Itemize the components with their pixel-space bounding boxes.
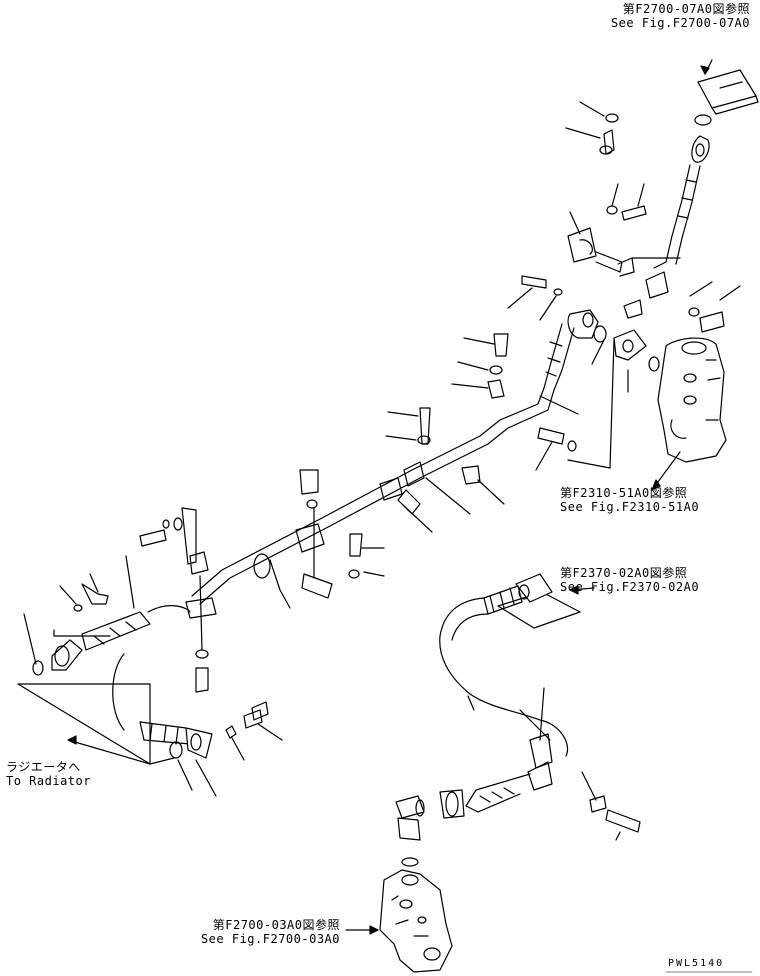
radiator-label-jp: ラジエータへ — [6, 760, 81, 774]
upper-valve-block — [697, 59, 759, 115]
pipe-clamp-4 — [348, 533, 385, 579]
reference-bottom-jp: 第F2700-03A0図参照 — [212, 918, 340, 932]
reference-bottom-en: See Fig.F2700-03A0 — [200, 932, 340, 946]
pilot-hose-lower — [395, 687, 641, 841]
reference-far-right-jp: 第F2370-02A0図参照 — [560, 566, 688, 580]
reference-mid-right: 第F2310-51A0図参照 See Fig.F2310-51A0 — [560, 486, 750, 514]
reference-bottom: 第F2700-03A0図参照 See Fig.F2700-03A0 — [150, 918, 340, 946]
pipe-clamp-2 — [379, 465, 505, 533]
reference-far-right: 第F2370-02A0図参照 See Fig.F2370-02A0 — [560, 566, 758, 594]
radiator-label-en: To Radiator — [6, 774, 91, 788]
radiator-direction-lines — [17, 683, 175, 765]
reference-far-right-en: See Fig.F2370-02A0 — [560, 580, 700, 594]
radiator-hose — [112, 653, 283, 797]
top-bolt-group — [565, 101, 647, 221]
pipe-clamp-1 — [385, 407, 471, 515]
lower-valve-block — [345, 857, 453, 973]
main-return-pipe — [191, 435, 489, 609]
middle-flange-hose — [479, 299, 647, 469]
right-bolt-group — [688, 281, 741, 333]
hose-bracket-upper — [567, 211, 681, 299]
radiator-label: ラジエータへ To Radiator — [6, 760, 126, 788]
reference-top: 第F2700-07A0図参照 See Fig.F2700-07A0 — [560, 2, 750, 30]
middle-bolt-group — [451, 275, 577, 471]
drawing-code: PWL5140 — [668, 958, 725, 969]
left-hose-flange — [23, 555, 191, 676]
pilot-hose-upper — [439, 573, 595, 741]
left-bracket-assembly — [139, 507, 217, 693]
upper-hose — [653, 114, 712, 269]
reference-top-en: See Fig.F2700-07A0 — [610, 16, 750, 30]
control-valve-block — [648, 337, 727, 491]
pipe-clamp-3 — [295, 469, 333, 599]
reference-mid-right-jp: 第F2310-51A0図参照 — [560, 486, 688, 500]
reference-top-jp: 第F2700-07A0図参照 — [622, 2, 750, 16]
reference-mid-right-en: See Fig.F2310-51A0 — [560, 500, 700, 514]
